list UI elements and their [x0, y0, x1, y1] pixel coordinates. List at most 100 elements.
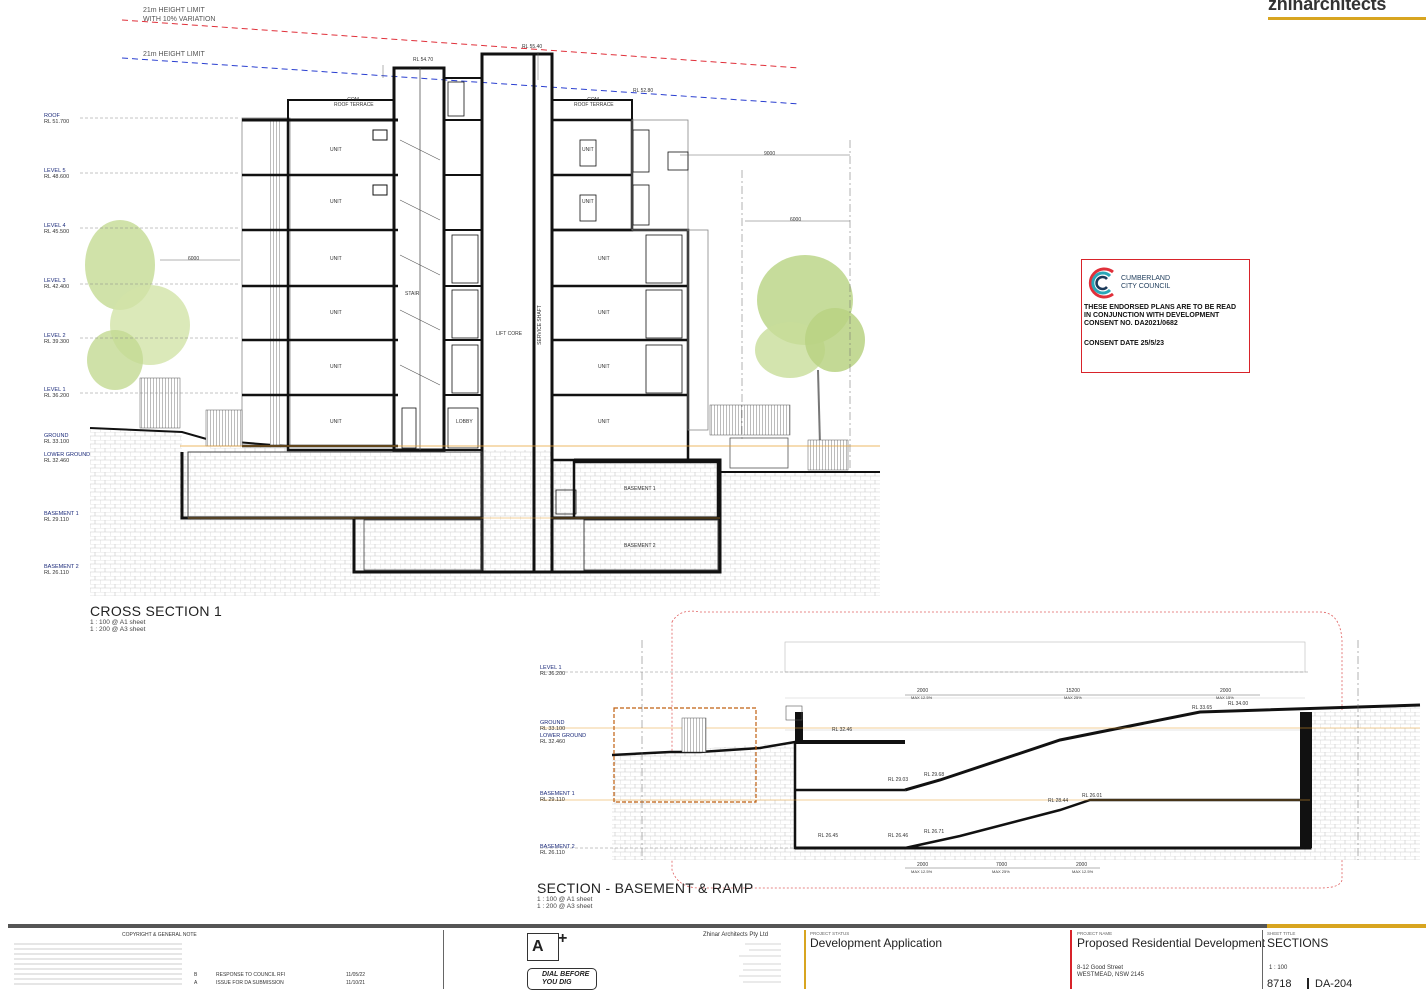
section2-ramp [540, 610, 1421, 889]
project-status-label: PROJECT STATUS [810, 931, 850, 936]
project-status: Development Application [810, 936, 943, 950]
s1-rl-tag-stair: RL 54.70 [413, 57, 434, 63]
s1-dim-left: 6000 [188, 256, 200, 262]
room-unit-l2-left: UNIT [330, 310, 342, 316]
firm-name: Zhinar Architects Pty Ltd [703, 932, 769, 938]
tree-left [85, 220, 190, 390]
s1-dim-right-lower: 6000 [790, 217, 802, 223]
room-service-shaft: SERVICE SHAFT [536, 305, 543, 345]
council-logo-icon [1088, 267, 1114, 299]
project-name: Proposed Residential Development [1077, 936, 1266, 950]
project-address-1: 8-12 Good Street [1077, 965, 1124, 971]
room-stair: STAIR [405, 291, 420, 297]
room-unit-l1-right: UNIT [598, 364, 610, 370]
council-stamp: CUMBERLAND CITY COUNCIL THESE ENDORSED P… [1081, 259, 1250, 373]
section2-scale-a3: 1 : 200 @ A3 sheet [537, 903, 593, 910]
s2-bottom-grade-3: MAX 12.5% [1072, 869, 1094, 874]
s2-top-dim-3: 2000 [1220, 688, 1232, 694]
job-number: 8718 [1267, 978, 1292, 990]
job-drawing-divider [1307, 978, 1309, 989]
room-unit-l5-right: UNIT [582, 147, 594, 153]
s2-top-grade-3: MAX 15% [1216, 695, 1234, 700]
firm-address-lines [739, 943, 781, 983]
s2-bottom-dim-1: 2000 [917, 862, 929, 868]
council-name: CUMBERLAND CITY COUNCIL [1121, 275, 1171, 290]
room-unit-l3-left: UNIT [330, 256, 342, 262]
tb-divider-1 [443, 930, 444, 989]
s2-rl-tag-5: RL 29.68 [924, 772, 945, 778]
project-address-2: WESTMEAD, NSW 2145 [1077, 972, 1145, 978]
s2-bottom-grade-1: MAX 12.5% [911, 869, 933, 874]
room-unit-g-right: UNIT [598, 419, 610, 425]
room-basement2: BASEMENT 2 [624, 543, 656, 549]
section1-ground [89, 427, 880, 596]
height-limit-upper-label: 21m HEIGHT LIMIT WITH 10% VARIATION [143, 6, 215, 24]
section1-level-markers [80, 117, 240, 394]
sheet-title: SECTIONS [1267, 936, 1329, 950]
s2-top-grade-2: MAX 25% [1064, 695, 1082, 700]
section1-title-block: CROSS SECTION 1 1 : 100 @ A1 sheet 1 : 2… [90, 603, 222, 633]
aia-plus-icon: + [558, 930, 568, 947]
section2-scale-a1: 1 : 100 @ A1 sheet [537, 896, 593, 903]
section2-title: SECTION - BASEMENT & RAMP [537, 880, 754, 896]
room-basement1: BASEMENT 1 [624, 486, 656, 492]
height-limit-lower-label: 21m HEIGHT LIMIT [143, 51, 205, 58]
height-limit-upper-line1: 21m HEIGHT LIMIT [143, 7, 205, 14]
project-name-label: PROJECT NAME [1077, 931, 1113, 936]
stamp-date: CONSENT DATE 25/5/23 [1084, 340, 1165, 347]
s2-rl-tag-9: RL 26.46 [888, 833, 909, 839]
title-block-accent [1267, 924, 1426, 928]
section1-scale-a3: 1 : 200 @ A3 sheet [90, 626, 146, 633]
s2-top-dim-1: 2000 [917, 688, 929, 694]
room-roof-terrace-left: COM.ROOF TERRACE [334, 97, 374, 108]
s2-bottom-dim-2: 7000 [996, 862, 1008, 868]
copyright-heading: COPYRIGHT & GENERAL NOTE [122, 932, 197, 938]
section2-title-block: SECTION - BASEMENT & RAMP 1 : 100 @ A1 s… [537, 880, 754, 910]
sheet-scale: 1 : 100 [1269, 965, 1288, 971]
copyright-text-lines [14, 943, 182, 985]
height-limit-lower-line [121, 57, 801, 105]
section1-building [139, 52, 849, 574]
dial-before-you-dig-badge: DIAL BEFORE YOU DIG [527, 968, 597, 990]
room-lift-core: LIFT CORE [496, 331, 523, 337]
section1-scale-a1: 1 : 100 @ A1 sheet [90, 619, 146, 626]
tb-divider-sheet [1262, 930, 1263, 989]
room-unit-l4-left: UNIT [330, 199, 342, 205]
drawing-canvas [80, 19, 1421, 889]
s2-bottom-grade-2: MAX 25% [992, 869, 1010, 874]
section1-title: CROSS SECTION 1 [90, 603, 223, 619]
s2-bottom-dim-3: 2000 [1076, 862, 1088, 868]
s2-rl-tag-8: RL 26.45 [818, 833, 839, 839]
s2-top-dim-2: 15200 [1066, 688, 1080, 694]
tb-project-accent [1070, 930, 1072, 989]
s2-rl-tag-6: RL 28.44 [1048, 798, 1069, 804]
brand-underline [1268, 17, 1426, 20]
s1-dim-right-upper: 9000 [764, 151, 776, 157]
s1-rl-tag-top: RL 55.40 [522, 44, 543, 50]
brand-logo-text: zhinarchitects [1268, 0, 1387, 14]
s2-rl-tag-1: RL 32.46 [832, 727, 853, 733]
section1-dimensions [160, 52, 851, 470]
room-unit-l2-right: UNIT [598, 310, 610, 316]
s2-rl-tag-7: RL 26.01 [1082, 793, 1103, 799]
room-unit-l3-right: UNIT [598, 256, 610, 262]
s2-rl-tag-4: RL 29.03 [888, 777, 909, 783]
height-limit-upper-line [121, 19, 801, 69]
aia-logo: A [527, 933, 559, 961]
s2-rl-tag-3: RL 34.00 [1228, 701, 1249, 707]
s1-rl-tag-right: RL 52.80 [633, 88, 654, 94]
s2-rl-tag-2: RL 33.65 [1192, 705, 1213, 711]
